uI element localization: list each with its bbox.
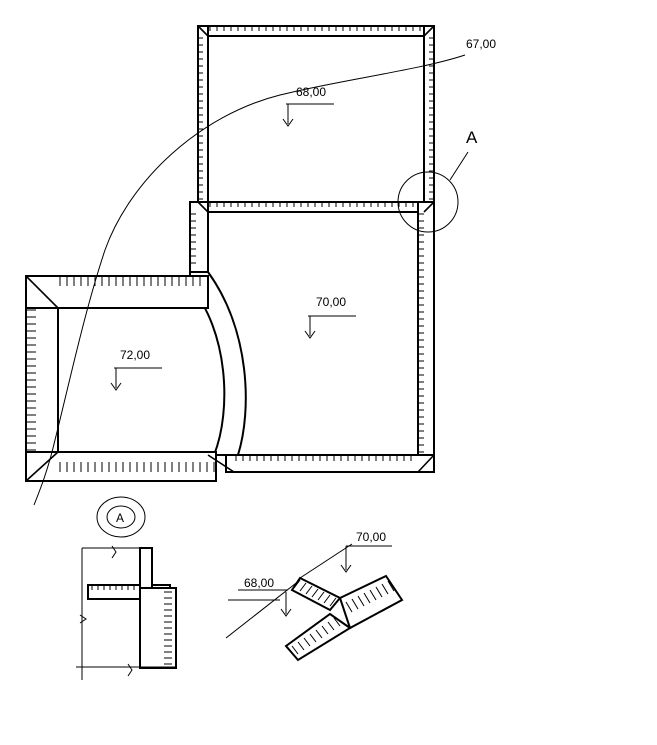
callout-a: A (397, 128, 478, 233)
svg-text:A: A (116, 511, 124, 525)
upper-room-walls (197, 25, 435, 213)
hatch-tick (381, 583, 389, 595)
svg-text:68,00: 68,00 (296, 85, 326, 99)
hatch-tick (305, 585, 313, 595)
hatch-tick (317, 591, 325, 601)
isometric-step-detail: 68,00 70,00 (225, 530, 404, 662)
hatch-tick (333, 617, 341, 627)
hatch-tick (299, 582, 307, 592)
hatch-tick (311, 588, 319, 598)
svg-text:A: A (466, 128, 478, 147)
hatch-tick (291, 645, 299, 655)
hatch-tick (357, 595, 365, 607)
svg-text:70,00: 70,00 (316, 295, 346, 309)
level-marker-left: 72,00 (110, 348, 162, 391)
hatch-tick (321, 625, 329, 635)
left-room-walls (25, 25, 435, 482)
detail-a: A (76, 496, 177, 680)
iso-level-high: 70,00 (356, 530, 386, 544)
hatch-tick (329, 597, 337, 607)
terrain-contour-line (33, 54, 466, 506)
hatch-tick (327, 621, 335, 631)
hatch-tick (323, 594, 331, 604)
hatch-tick (345, 601, 353, 613)
hatch-tick (363, 592, 371, 604)
level-marker-upper: 68,00 (282, 85, 334, 127)
lower-room-walls (189, 201, 435, 473)
hatch-tick (387, 580, 395, 592)
level-marker-lower: 70,00 (304, 295, 356, 339)
hatch-tick (303, 637, 311, 647)
iso-level-low: 68,00 (244, 576, 274, 590)
hatch-tick (351, 598, 359, 610)
hatch-tick (375, 586, 383, 598)
hatch-tick (369, 589, 377, 601)
svg-text:72,00: 72,00 (120, 348, 150, 362)
hatch-tick (297, 641, 305, 651)
hatch-tick (315, 629, 323, 639)
foundation-plan: 67,00 68,00 70,00 72,00 A (25, 25, 496, 506)
detail-a-marker: A (96, 496, 146, 538)
hatch-tick (309, 633, 317, 643)
contour-label: 67,00 (466, 37, 496, 51)
